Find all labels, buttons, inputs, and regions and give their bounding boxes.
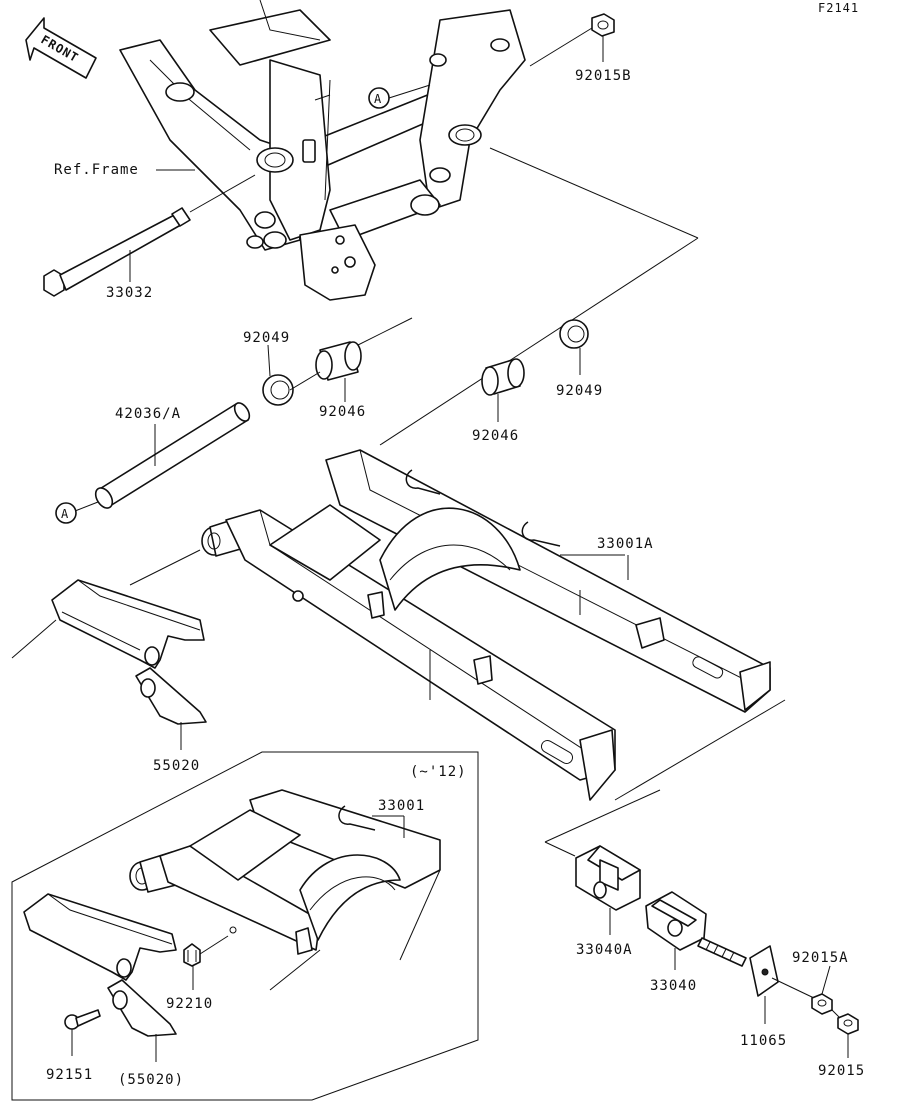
chain-guard-55020 [51,579,207,750]
callout-a-frame: A [368,84,431,109]
swingarm-33001a [201,449,786,801]
ref-frame-label: Ref.Frame [54,162,139,178]
front-arrow-icon: FRONT [25,17,97,79]
part-label-33001: 33001 [378,798,425,814]
variant-note: (~'12) [410,764,467,780]
seal-92049-left [262,344,294,406]
part-label-92046-left: 92046 [319,404,366,420]
part-label-55020: 55020 [153,758,200,774]
part-label-92049-left: 92049 [243,330,290,346]
collar-92210 [183,935,229,990]
part-label-33040: 33040 [650,978,697,994]
part-label-92015: 92015 [818,1063,865,1079]
part-label-33040a: 33040A [576,942,633,958]
part-label-92046-right: 92046 [472,428,519,444]
figure-code: F2141 [818,1,859,15]
pivot-shaft-33032 [43,174,256,297]
adjuster-block-33040 [645,891,707,970]
bearing-92046-right [481,358,525,422]
adjuster-block-33040a [575,845,641,935]
nut-92015b [529,13,615,67]
part-label-33001a: 33001A [597,536,654,552]
sleeve-42036a [74,371,321,512]
variant-box-outline [11,751,479,1101]
bearing-92046-left [315,341,362,402]
frame-illustration [119,0,526,301]
nut-92015 [831,1009,859,1058]
part-label-92210: 92210 [166,996,213,1012]
seal-92049-right [559,319,589,375]
adjuster-bolt-11065 [697,937,779,1024]
part-label-92015b: 92015B [575,68,632,84]
swingarm-33001 [129,789,441,991]
bolt-92151 [64,1009,101,1056]
part-label-92151: 92151 [46,1067,93,1083]
part-label-92015a: 92015A [792,950,849,966]
part-label-11065: 11065 [740,1033,787,1049]
part-label-92049-right: 92049 [556,383,603,399]
part-label-42036a: 42036/A [115,406,181,422]
nut-92015a [771,965,833,1015]
part-label-55020-old: (55020) [118,1072,184,1088]
part-label-33032: 33032 [106,285,153,301]
chain-guard-55020-old [23,893,177,1062]
callout-a-sleeve: A [55,502,77,524]
callout-a-frame-label: A [374,92,382,106]
callout-a-sleeve-label: A [61,507,69,521]
